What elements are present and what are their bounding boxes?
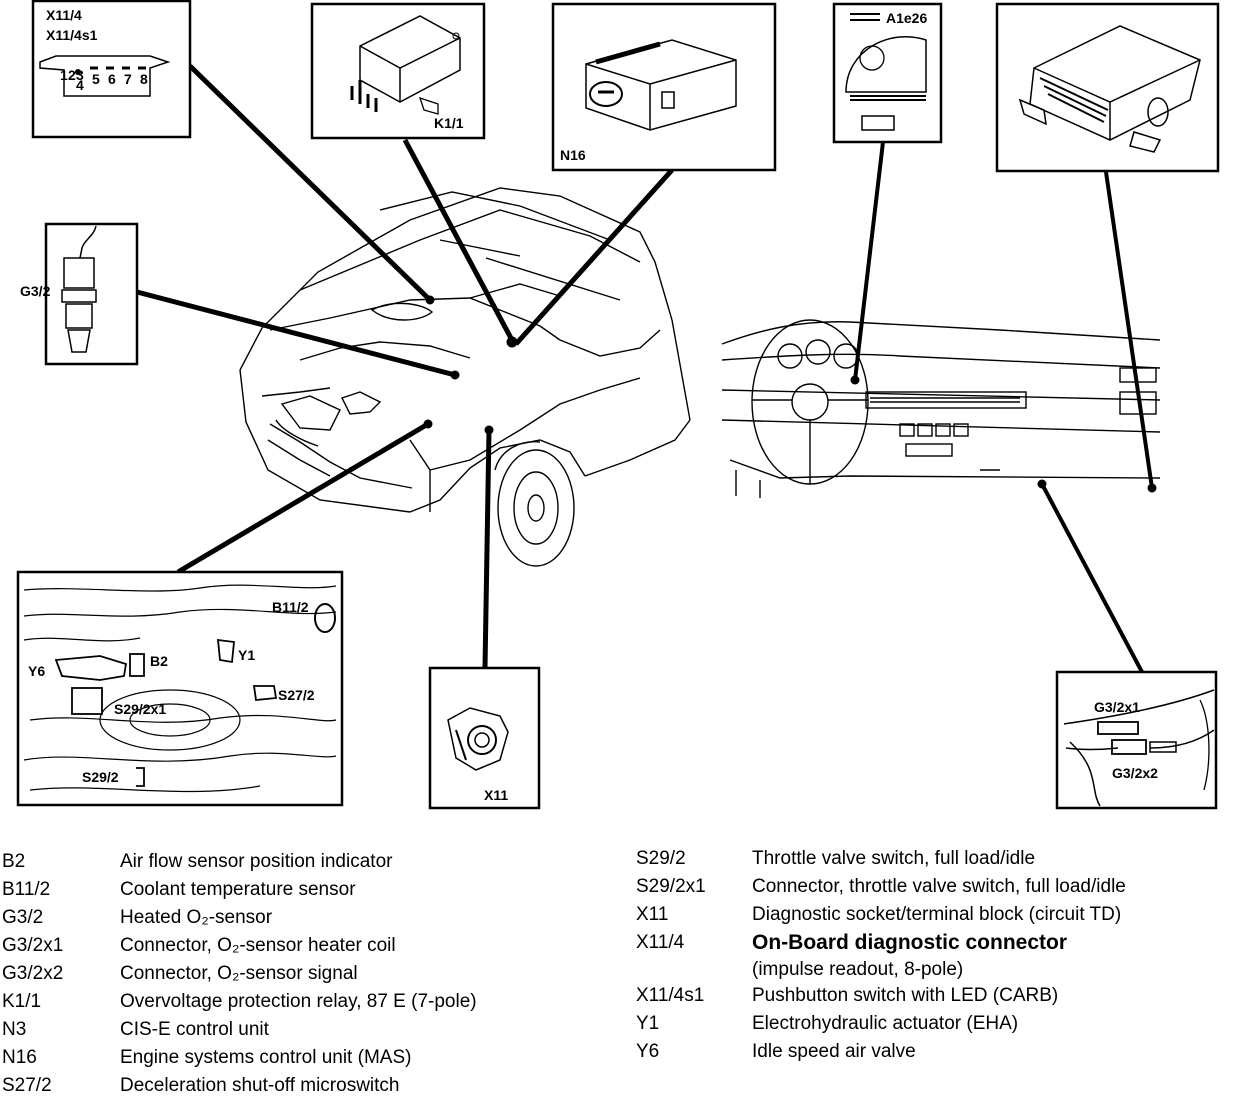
car-illustration (239, 187, 691, 567)
pin-3: 3 (76, 67, 84, 83)
legend-description-main: On-Board diagnostic connector (752, 931, 1068, 954)
legend-row: N16 Engine systems control unit (MAS) (2, 1044, 477, 1072)
inset-x11-4: X11/4 X11/4s1 1 2 3 4 5 6 7 8 (31, 0, 192, 139)
label-x11: X11 (484, 787, 508, 803)
legend-row: S29/2 Throttle valve switch, full load/id… (636, 845, 1126, 873)
legend-description: CIS-E control unit (120, 1019, 269, 1040)
leader-lines (136, 64, 1157, 673)
legend-code: X11/4s1 (636, 985, 705, 1006)
inset-g3-2: G3/2 (20, 222, 139, 366)
legend-code: N3 (2, 1019, 27, 1040)
pin-5: 5 (92, 71, 100, 87)
inset-g3-2-connectors: G3/2x1 G3/2x2 (1055, 670, 1218, 810)
label-g3-2: G3/2 (20, 283, 51, 299)
legend-row: X11/4 On-Board diagnostic connector (impul… (636, 929, 1126, 982)
legend-code: B11/2 (2, 879, 51, 900)
label-x11-4: X11/4 (46, 7, 82, 23)
legend-code: G3/2x2 (2, 963, 64, 984)
legend-row: X11/4s1 Pushbutton switch with LED (CARB) (636, 982, 1126, 1010)
legend-row: B11/2 Coolant temperature sensor (2, 876, 477, 904)
inset-k1-1: K1/1 (310, 2, 486, 140)
pin-7: 7 (124, 71, 132, 87)
pin-2: 2 (68, 67, 76, 83)
legend-code: Y1 (636, 1013, 660, 1034)
label-n16: N16 (560, 147, 586, 163)
dashboard-illustration (721, 319, 1161, 498)
legend-description: Connector, O₂-sensor signal (120, 963, 358, 984)
legend-row: X11 Diagnostic socket/terminal block (cir… (636, 901, 1126, 929)
legend-description: Electrohydraulic actuator (EHA) (752, 1013, 1019, 1034)
pin-4: 4 (76, 77, 84, 93)
label-s29-2x1: S29/2x1 (114, 701, 166, 717)
legend-code: S29/2x1 (636, 876, 706, 897)
legend-description: Air flow sensor position indicator (120, 851, 393, 872)
legend-code: Y6 (636, 1041, 660, 1062)
legend-code: G3/2x1 (2, 935, 64, 956)
legend-description: Idle speed air valve (752, 1041, 916, 1062)
inset-a1e26: A1e26 (832, 2, 943, 144)
legend-description: Deceleration shut-off microswitch (120, 1075, 400, 1096)
legend-description: Engine systems control unit (MAS) (120, 1047, 412, 1068)
inset-n16: N16 (551, 2, 777, 172)
legend-code: X11/4 (636, 932, 685, 953)
legend-row: S27/2 Deceleration shut-off microswitch (2, 1072, 477, 1100)
pin-6: 6 (108, 71, 116, 87)
label-k1-1: K1/1 (434, 115, 464, 131)
legend-row: G3/2x1 Connector, O₂-sensor heater coil (2, 932, 477, 960)
legend-row: S29/2x1 Connector, throttle valve switch,… (636, 873, 1126, 901)
legend-row: G3/2x2 Connector, O₂-sensor signal (2, 960, 477, 988)
legend-code: S27/2 (2, 1075, 52, 1096)
legend-row: G3/2 Heated O₂-sensor (2, 904, 477, 932)
inset-x11: X11 (428, 666, 541, 810)
legend-row: Y1 Electrohydraulic actuator (EHA) (636, 1010, 1126, 1038)
label-a1e26: A1e26 (886, 10, 927, 26)
legend-description: Connector, throttle valve switch, full l… (752, 876, 1126, 897)
legend-description: Overvoltage protection relay, 87 E (7-po… (120, 991, 477, 1012)
pin-1: 1 (60, 67, 68, 83)
legend-code: S29/2 (636, 848, 686, 869)
legend-description: Coolant temperature sensor (120, 879, 356, 900)
legend-code: X11 (636, 904, 669, 925)
legend-description: On-Board diagnostic connector (impulse re… (752, 929, 1067, 982)
pin-8: 8 (140, 71, 148, 87)
component-location-diagram: X11/4 X11/4s1 1 2 3 4 5 6 7 8 K1/1 (16, 0, 1220, 810)
legend-row: K1/1 Overvoltage protection relay, 87 E (… (2, 988, 477, 1016)
legend-code: G3/2 (2, 907, 44, 928)
legend-right: S29/2 Throttle valve switch, full load/id… (636, 845, 1126, 1066)
legend-description: Throttle valve switch, full load/idle (752, 848, 1036, 869)
inset-engine-compartment: B11/2 Y6 B2 Y1 S27/2 S29/2x1 S29/2 (16, 570, 344, 807)
label-x11-4s1: X11/4s1 (46, 27, 98, 43)
label-b2: B2 (150, 653, 168, 669)
legend-code: N16 (2, 1047, 37, 1068)
inset-n3 (995, 2, 1220, 173)
legend-code: B2 (2, 851, 26, 872)
legend-description-sub: (impulse readout, 8-pole) (752, 959, 964, 980)
legend-description: Connector, O₂-sensor heater coil (120, 935, 396, 956)
label-y6: Y6 (28, 663, 45, 679)
label-y1: Y1 (238, 647, 255, 663)
legend-row: N3 CIS-E control unit (2, 1016, 477, 1044)
legend-description: Diagnostic socket/terminal block (circui… (752, 904, 1122, 925)
legend-description: Heated O₂-sensor (120, 907, 273, 928)
label-s27-2: S27/2 (278, 687, 315, 703)
label-b11-2: B11/2 (272, 599, 309, 615)
label-s29-2: S29/2 (82, 769, 119, 785)
legend-code: K1/1 (2, 991, 42, 1012)
label-g3-2x2: G3/2x2 (1112, 765, 1158, 781)
legend-row: B2 Air flow sensor position indicator (2, 848, 477, 876)
label-g3-2x1: G3/2x1 (1094, 699, 1140, 715)
legend-row: Y6 Idle speed air valve (636, 1038, 1126, 1066)
pin-number-labels: 1 2 3 4 5 6 7 8 (60, 67, 148, 93)
legend-description: Pushbutton switch with LED (CARB) (752, 985, 1059, 1006)
